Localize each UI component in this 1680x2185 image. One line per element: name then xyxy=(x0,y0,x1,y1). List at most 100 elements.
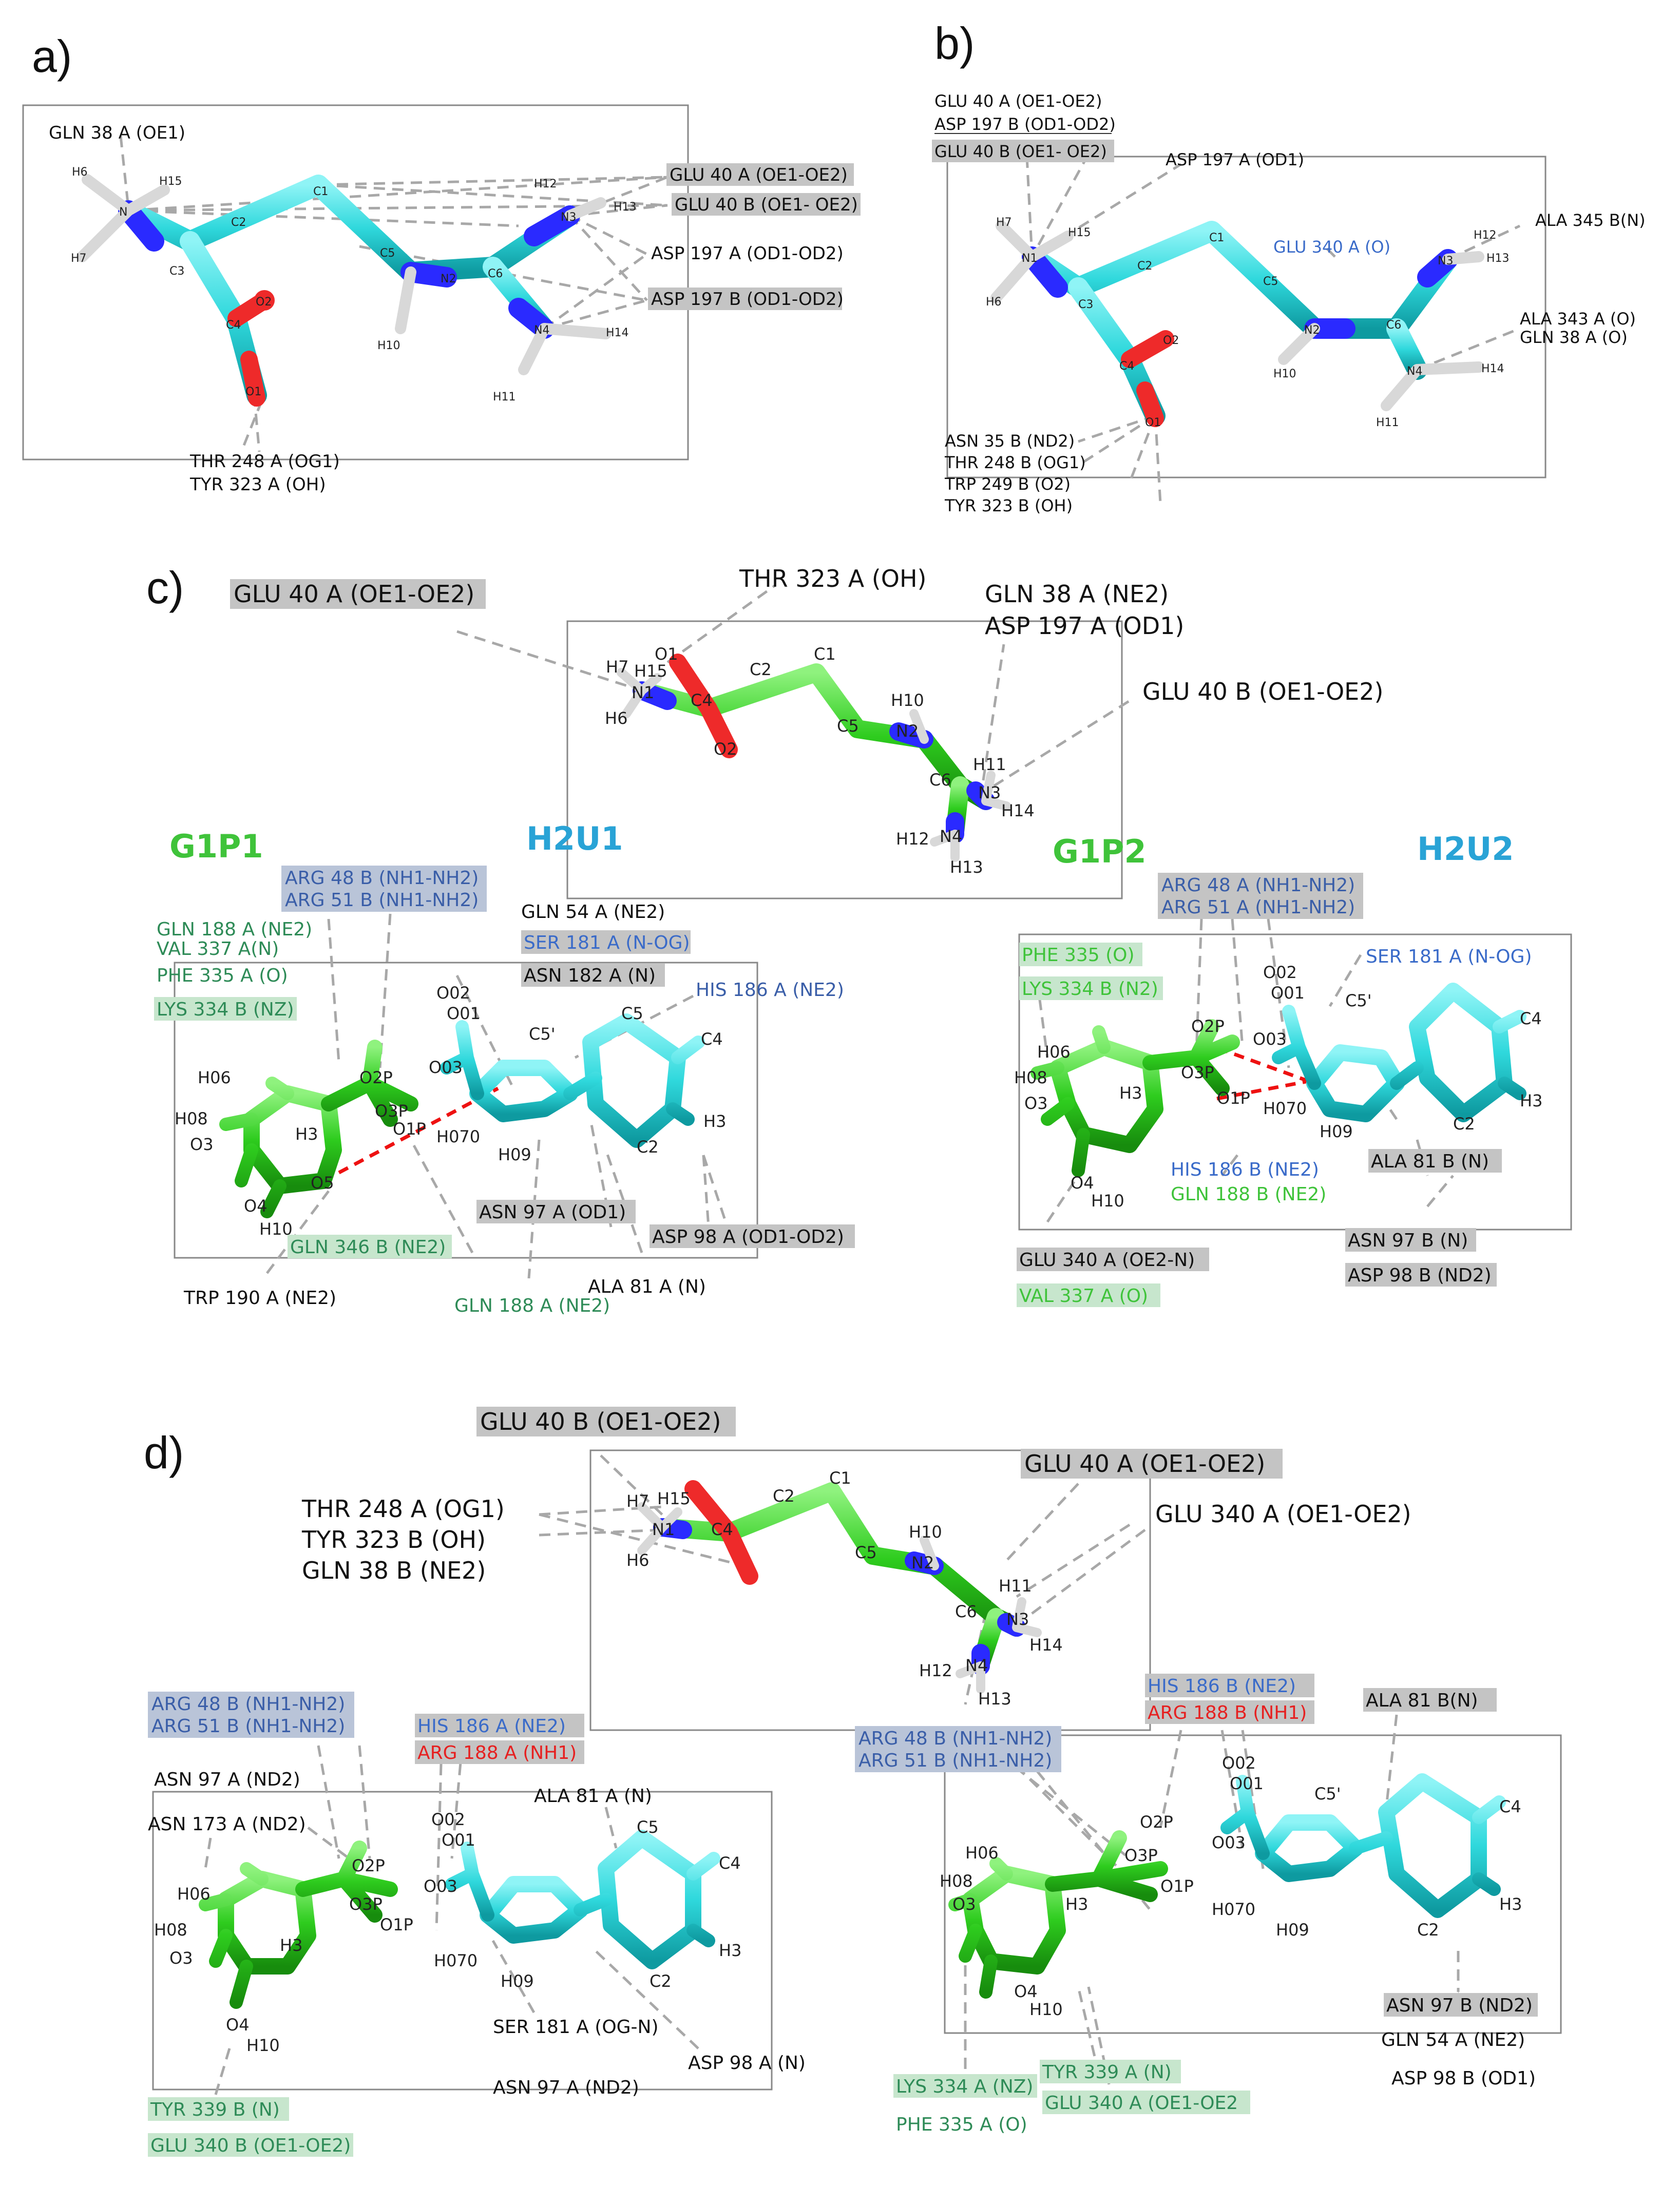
atom-c4: C4 xyxy=(711,1520,733,1539)
atom-o3: O3 xyxy=(952,1894,976,1914)
label-ala343: ALA 343 A (O) xyxy=(1520,309,1636,329)
group-h2u2: H2U2 xyxy=(1417,830,1514,868)
label-bg-glu40b xyxy=(476,1407,736,1436)
panel-d-left-frame xyxy=(152,1791,773,2091)
label-bg-gln346 xyxy=(288,1235,452,1258)
label-val337: VAL 337 A (O) xyxy=(1019,1286,1148,1307)
panel-d: d) H7 H15 N1 H6 C4 C2 C1 xyxy=(144,1407,1562,2157)
label-asn97: ASN 97 A (OD1) xyxy=(479,1202,626,1223)
atom-o01: O01 xyxy=(447,1004,481,1023)
atom-o2: O2 xyxy=(256,296,272,309)
label-glu40b: GLU 40 B (OE1-OE2) xyxy=(480,1408,721,1435)
atom-o3: O3 xyxy=(190,1135,214,1154)
atom-h15: H15 xyxy=(634,661,667,681)
atom-c5p: C5' xyxy=(1314,1784,1341,1804)
atom-h14: H14 xyxy=(1029,1635,1063,1655)
panel-c-top-labels: GLU 40 A (OE1-OE2) THR 323 A (OH) GLN 38… xyxy=(230,565,1383,705)
atom-h09: H09 xyxy=(501,1971,534,1991)
panel-c-right-contacts xyxy=(1036,918,1454,1223)
atom-o2p: O2P xyxy=(352,1856,385,1875)
label-asp197: ASP 197 A (OD1) xyxy=(985,612,1184,640)
atom-o2p: O2P xyxy=(1191,1017,1225,1036)
label-bg-arg48b xyxy=(281,866,487,912)
panel-c-left-ligand-h xyxy=(440,1013,705,1148)
atom-h12: H12 xyxy=(919,1661,952,1680)
atom-h3b: H3 xyxy=(719,1941,741,1960)
atom-o2p: O2P xyxy=(1140,1812,1173,1832)
atom-c5: C5 xyxy=(855,1543,877,1562)
atom-c4: C4 xyxy=(226,319,241,332)
label-bg-asn97 xyxy=(476,1200,636,1223)
label-bg-glu340 xyxy=(1017,1248,1209,1271)
atom-o3p: O3P xyxy=(349,1894,383,1914)
label-asn182: ASN 182 A (N) xyxy=(524,965,656,986)
label-bg-ala81b xyxy=(1363,1688,1497,1712)
label-bg-glu40b xyxy=(672,193,861,216)
atom-h7: H7 xyxy=(626,1491,649,1511)
atom-n4: N4 xyxy=(534,324,549,337)
atom-c2: C2 xyxy=(773,1486,795,1506)
atom-h08: H08 xyxy=(940,1871,973,1891)
atom-o1: O1 xyxy=(655,644,678,664)
panel-d-left-ligand-h xyxy=(445,1830,720,1969)
atom-o01: O01 xyxy=(1230,1774,1264,1793)
atom-h11: H11 xyxy=(999,1576,1032,1596)
atom-n3: N3 xyxy=(1006,1609,1029,1629)
label-bg-his186b xyxy=(1145,1674,1314,1697)
atom-o1: O1 xyxy=(245,386,261,398)
atom-h11: H11 xyxy=(1376,416,1399,429)
atom-h12: H12 xyxy=(1474,229,1497,242)
atom-h10: H10 xyxy=(1273,368,1296,380)
label-bg-glu40a xyxy=(1021,1449,1283,1479)
atom-c3: C3 xyxy=(169,265,184,278)
atom-o2: O2 xyxy=(714,739,737,759)
atom-n2: N2 xyxy=(911,1553,934,1573)
label-glu40b: GLU 40 B (OE1- OE2) xyxy=(675,195,858,215)
label-his186b: HIS 186 B (NE2) xyxy=(1148,1676,1296,1697)
label-arg51b: ARG 51 B (NH1-NH2) xyxy=(285,890,479,911)
panel-d-left-ligand-g xyxy=(199,1841,398,2009)
atom-h13: H13 xyxy=(1486,252,1510,265)
atom-c5: C5 xyxy=(837,716,859,736)
label-gln188a: GLN 188 A (NE2) xyxy=(157,919,312,940)
label-bg-ala81b xyxy=(1368,1149,1502,1173)
atom-h7: H7 xyxy=(606,657,628,677)
atom-h10: H10 xyxy=(246,2036,280,2055)
atom-h7: H7 xyxy=(996,216,1012,229)
label-arg48b: ARG 48 B (NH1-NH2) xyxy=(858,1728,1052,1749)
label-bg-lys334 xyxy=(893,2074,1037,2098)
atom-c6: C6 xyxy=(488,267,503,280)
label-arg48a: ARG 48 A (NH1-NH2) xyxy=(1161,875,1355,896)
label-asn173: ASN 173 A (ND2) xyxy=(148,1814,306,1835)
atom-o03: O03 xyxy=(1253,1029,1287,1049)
atom-c2: C2 xyxy=(1137,260,1152,273)
atom-o02: O02 xyxy=(1222,1753,1256,1773)
atom-h15: H15 xyxy=(159,175,182,188)
panel-c-left-hb xyxy=(322,1086,499,1183)
label-glu340: GLU 340 A (OE1-OE2 xyxy=(1045,2093,1238,2114)
label-tyr323: TYR 323 A (OH) xyxy=(189,474,326,495)
panel-d-left-labels: ARG 48 B (NH1-NH2) ARG 51 B (NH1-NH2) HI… xyxy=(148,1692,806,2157)
atom-o03: O03 xyxy=(424,1876,457,1896)
label-glu40b: GLU 40 B (OE1- OE2) xyxy=(934,142,1107,161)
label-gln38: GLN 38 B (NE2) xyxy=(302,1557,486,1584)
panel-c-group-titles: G1P1 H2U1 G1P2 H2U2 xyxy=(169,820,1514,870)
label-bg-tyr339 xyxy=(148,2097,289,2121)
label-bg-val337 xyxy=(1017,1283,1160,1307)
atom-h3b: H3 xyxy=(1499,1894,1522,1914)
atom-h3: H3 xyxy=(1119,1083,1142,1103)
label-bg-asp98 xyxy=(650,1224,855,1248)
panel-d-left-atom-labels: O02 O01 O03 O2P O3P O1P H06 H08 O3 H3 O4… xyxy=(154,1810,741,2055)
label-gln38: GLN 38 A (OE1) xyxy=(49,123,185,143)
atom-n1: N1 xyxy=(1022,252,1037,265)
panel-a-atom-labels: N H6 H7 H15 C1 C2 C3 C4 C5 O1 O2 N2 N3 N… xyxy=(71,166,637,404)
panel-c-right-atom-labels: O02 O01 O03 O2P O3P O1P H06 H08 O3 H3 O4… xyxy=(1014,963,1542,1211)
label-bg-phe335 xyxy=(1019,943,1142,966)
atom-o01: O01 xyxy=(442,1830,475,1850)
atom-h6: H6 xyxy=(626,1550,649,1570)
atom-h10: H10 xyxy=(259,1219,293,1239)
atom-n4: N4 xyxy=(1407,365,1422,378)
panel-d-top-atom-labels: H7 H15 N1 H6 C4 C2 C1 C5 N2 H10 H11 N3 C… xyxy=(626,1468,1063,1709)
label-lys334: LYS 334 B (N2) xyxy=(1022,979,1158,1000)
atom-h6: H6 xyxy=(605,708,627,728)
